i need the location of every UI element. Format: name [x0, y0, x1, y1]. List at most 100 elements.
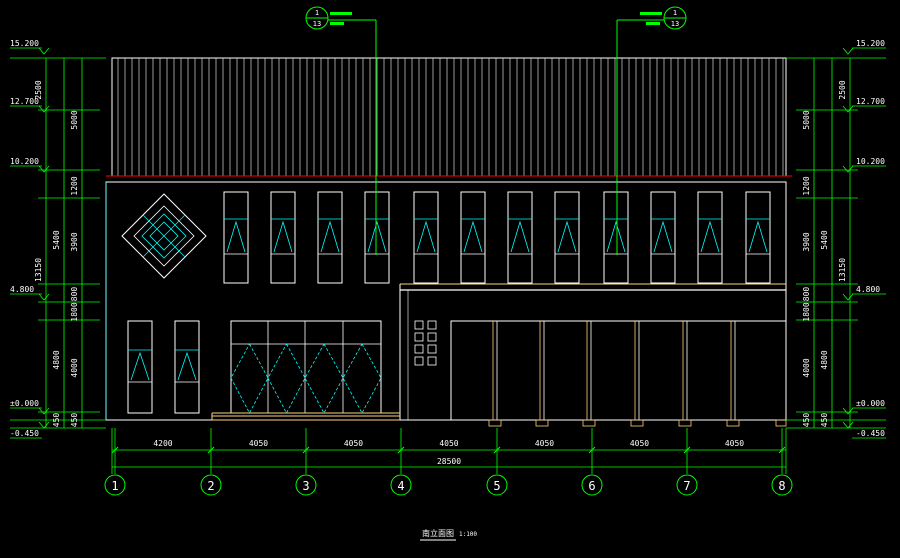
- vent-square: [414, 332, 424, 342]
- upper-window: [364, 191, 390, 284]
- elevation-label: ±0.000: [856, 399, 885, 408]
- entrance-steps: [211, 412, 400, 421]
- upper-window: [745, 191, 771, 284]
- elevation-label: 10.200: [10, 157, 39, 166]
- entrance-glazing: [230, 320, 382, 414]
- grid-axis-label: 4: [397, 479, 404, 493]
- left-elevation-mark: 4.800: [10, 285, 50, 301]
- upper-window: [697, 191, 723, 284]
- shopfront-column: [678, 321, 692, 427]
- elevation-label: -0.450: [10, 429, 39, 438]
- axis-total-dim: 28500: [437, 457, 461, 466]
- vdim-left-4800: 4800: [52, 350, 61, 369]
- grid-axis-2[interactable]: 2: [200, 428, 222, 496]
- door-pane: [267, 343, 306, 414]
- shopfront-column: [535, 321, 549, 427]
- right-elevation-mark: 15.200: [842, 39, 886, 55]
- upper-window: [317, 191, 343, 284]
- left-elevation-mark: -0.450: [10, 421, 50, 439]
- elevation-label: ±0.000: [10, 399, 39, 408]
- left-vertical-dim-texts: 2500 5000 1200 3900 800 1800 4000 450 54…: [34, 80, 79, 427]
- vdim-left-5400: 5400: [52, 230, 61, 249]
- axis-span-dim: 4200: [153, 439, 172, 448]
- left-dimension-lines: [10, 57, 106, 429]
- callout-left[interactable]: 1 13: [305, 6, 329, 30]
- vdim-left-13150: 13150: [34, 258, 43, 282]
- axis-dimension-lines: [111, 428, 787, 474]
- grid-axis-label: 2: [207, 479, 214, 493]
- vdim-right-5000: 5000: [802, 110, 811, 129]
- shopfront-column: [630, 321, 644, 427]
- grid-axis-6[interactable]: 6: [581, 428, 603, 496]
- upper-window: [223, 191, 249, 284]
- callout-right[interactable]: 1 13: [663, 6, 687, 30]
- right-vertical-dim-texts: 5000 2500 1200 3900 800 1800 4000 450 54…: [802, 80, 847, 427]
- entrance-canopy: [399, 283, 786, 420]
- roof-panels: [111, 57, 787, 177]
- axis-span-dim: 4050: [630, 439, 649, 448]
- upper-window: [460, 191, 486, 284]
- grid-axis-label: 8: [778, 479, 785, 493]
- right-elevation-mark: -0.450: [842, 421, 886, 439]
- axis-span-dim: 4050: [249, 439, 268, 448]
- left-elevation-mark: 12.700: [10, 97, 50, 113]
- grid-axis-8[interactable]: 8: [771, 428, 793, 496]
- shopfront-column: [726, 321, 740, 427]
- vdim-right-4800: 4800: [820, 350, 829, 369]
- axis-span-dim: 4050: [344, 439, 363, 448]
- upper-windows: [223, 191, 771, 284]
- grid-axis-1[interactable]: 1: [104, 428, 126, 496]
- vent-grid: [414, 320, 437, 366]
- lower-window: [127, 320, 153, 414]
- vent-square: [414, 320, 424, 330]
- elevation-label: -0.450: [856, 429, 885, 438]
- drawing-title-scale: 1:100: [459, 531, 477, 538]
- elevation-label: 10.200: [856, 157, 885, 166]
- shopfront-column: [582, 321, 596, 427]
- callout-right-sheet: 13: [671, 20, 679, 28]
- drawing-title-name: 南立面图: [422, 528, 454, 538]
- grid-axis-5[interactable]: 5: [486, 428, 508, 496]
- vent-square: [414, 344, 424, 354]
- left-elevation-mark: 10.200: [10, 157, 50, 173]
- lower-windows: [127, 320, 200, 414]
- upper-window: [554, 191, 580, 284]
- axis-span-dim: 4050: [439, 439, 458, 448]
- shopfront-column: [488, 321, 502, 427]
- grid-axis-7[interactable]: 7: [676, 428, 698, 496]
- callout-leaders: [328, 12, 664, 255]
- elevation-label: 12.700: [10, 97, 39, 106]
- vdim-right-2500: 2500: [838, 80, 847, 99]
- grid-axis-4[interactable]: 4: [390, 428, 412, 496]
- axis-span-dim: 4050: [535, 439, 554, 448]
- lower-window: [174, 320, 200, 414]
- vent-square: [414, 356, 424, 366]
- vdim-left-3900: 3900: [70, 232, 79, 251]
- upper-window: [413, 191, 439, 284]
- shopfront-panels: [450, 320, 787, 427]
- grid-axis-label: 1: [111, 479, 118, 493]
- door-pane: [230, 343, 269, 414]
- door-pane: [342, 343, 382, 414]
- vdim-right-1200: 1200: [802, 176, 811, 195]
- door-pane: [304, 343, 344, 414]
- vdim-left-1200: 1200: [70, 176, 79, 195]
- vdim-left-800: 800: [70, 287, 79, 302]
- elevation-label: 12.700: [856, 97, 885, 106]
- vent-square: [427, 332, 437, 342]
- grid-axis-label: 7: [683, 479, 690, 493]
- grid-axis-3[interactable]: 3: [295, 428, 317, 496]
- left-elevation-mark: 15.200: [10, 39, 50, 55]
- left-elevation-marks: 15.200 12.700 10.200 4.800 ±0.000 -0.450: [10, 39, 50, 439]
- elevation-label: 4.800: [10, 285, 34, 294]
- vdim-left-4000: 4000: [70, 358, 79, 377]
- drawing-title: 南立面图 1:100: [420, 528, 477, 541]
- vdim-left-2500: 2500: [34, 80, 43, 99]
- vdim-right-4000: 4000: [802, 358, 811, 377]
- upper-window: [650, 191, 676, 284]
- left-elevation-mark: ±0.000: [10, 399, 50, 415]
- vdim-right-450b: 450: [820, 413, 829, 428]
